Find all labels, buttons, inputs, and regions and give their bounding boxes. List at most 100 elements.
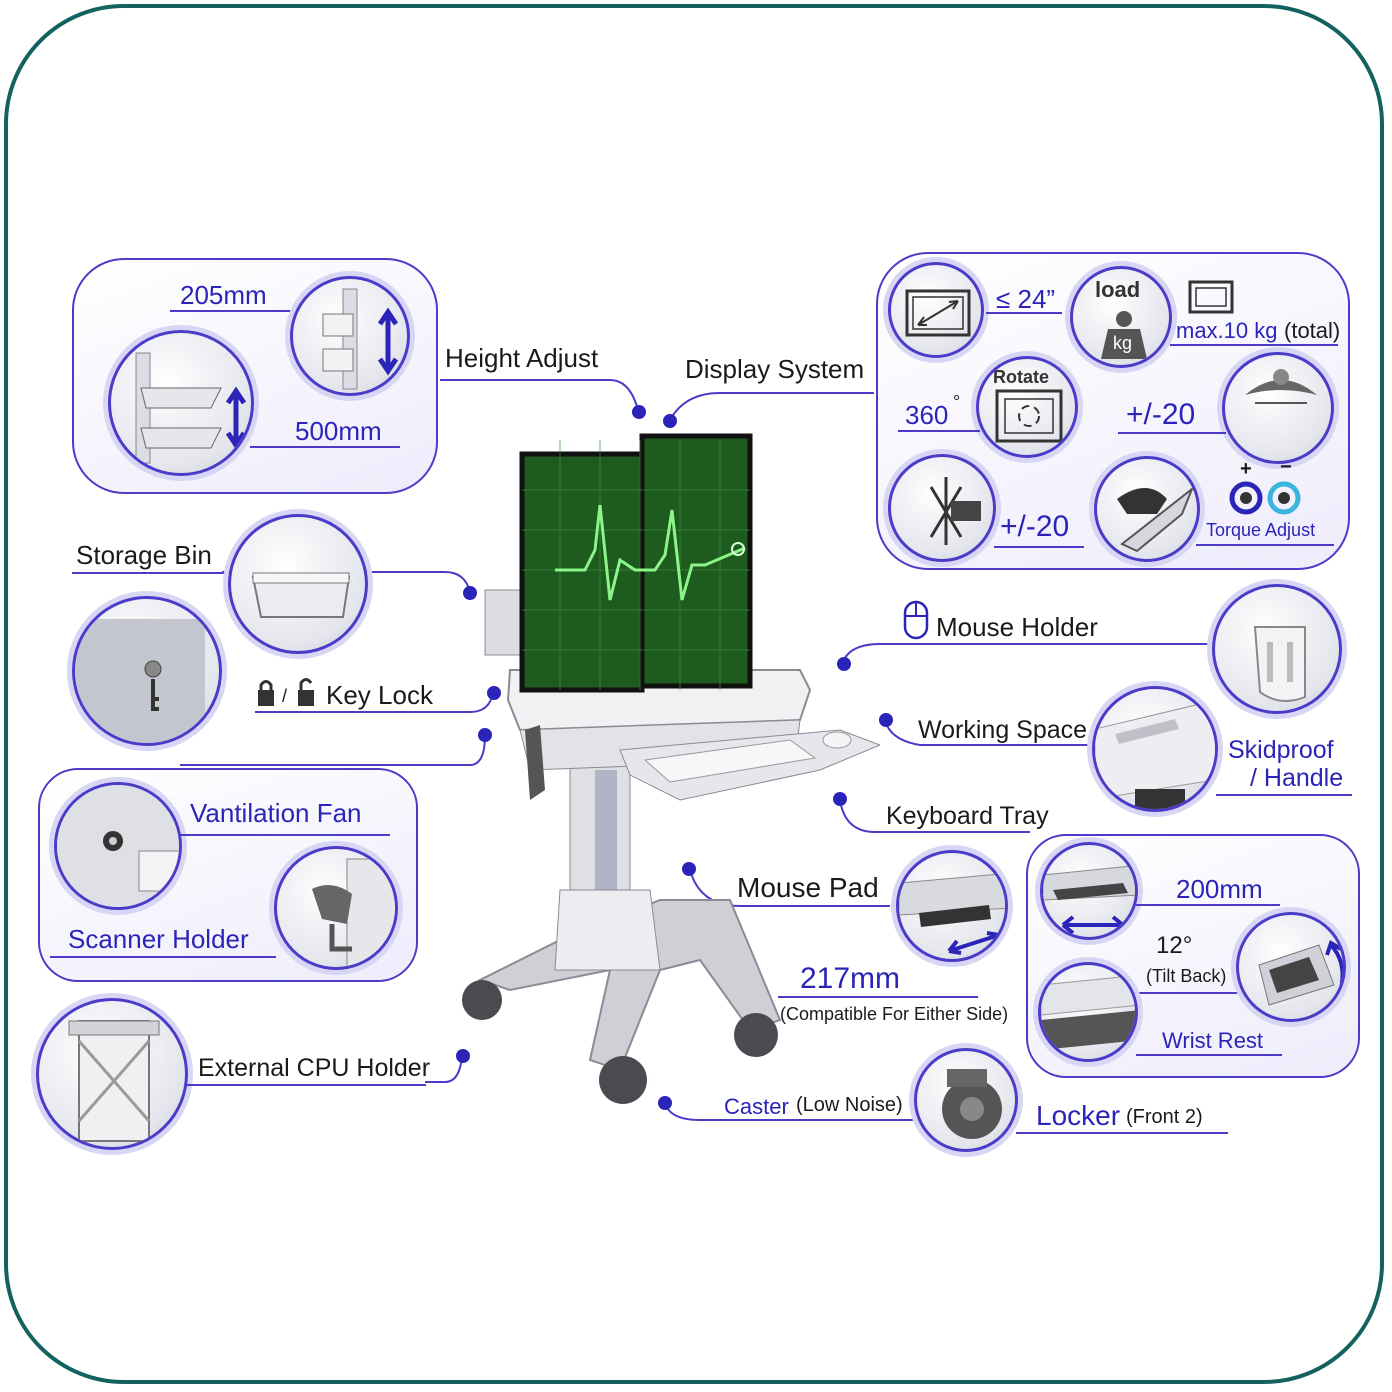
monitor-left (519, 451, 645, 693)
outer-frame (4, 4, 1384, 1384)
ecg-end-marker (731, 542, 745, 556)
screen-size-value: ≤ 24” (996, 284, 1056, 314)
load-image: load kg (1070, 266, 1172, 368)
underline (186, 1084, 426, 1086)
tilt-note: (Tilt Back) (1146, 966, 1227, 986)
tilt-mount-icon (1245, 369, 1317, 404)
underline (1136, 1054, 1282, 1056)
caster-wheel-icon (462, 980, 502, 1020)
underline (1196, 544, 1334, 546)
mouse-holder-pointer (837, 657, 851, 671)
tray-slide-icon (1043, 865, 1135, 935)
underline (778, 996, 978, 998)
tilt-value: +/-20 (1126, 398, 1196, 431)
mouse-pad-title: Mouse Pad (737, 872, 879, 903)
torque-plus: + (1240, 458, 1252, 480)
wrist-rest-image (1038, 962, 1138, 1062)
cpu-bracket-icon (68, 1020, 160, 1142)
mouse-pad-image (896, 850, 1008, 962)
cpu-holder-pointer (456, 1049, 470, 1063)
fan-icon (57, 785, 179, 907)
underline (1136, 904, 1280, 906)
storage-bin-image (228, 514, 368, 654)
cpu-holder-image (36, 998, 188, 1150)
height-top-value: 205mm (180, 280, 267, 310)
mouse-holder-image (1212, 584, 1342, 714)
key-lock-title: Key Lock (326, 680, 433, 710)
keyboard-tray-title: Keyboard Tray (886, 802, 1049, 830)
max-load-value: max.10 kg (1176, 318, 1278, 343)
locker-image (914, 1048, 1018, 1152)
tilt-angle-value: 12° (1156, 932, 1193, 959)
torque-image (1094, 456, 1200, 562)
underline (250, 446, 400, 448)
swivel-icon (929, 477, 981, 545)
screen-size-icon (905, 289, 971, 337)
working-space-title: Working Space (918, 716, 1088, 744)
scanner-holder (525, 725, 545, 800)
vesa-plate-icon (1117, 485, 1195, 553)
screen-size-image (888, 262, 984, 358)
rotate-icon (995, 389, 1063, 443)
rotate-value: 360 (905, 400, 949, 430)
monitor-right (639, 433, 753, 689)
working-space-pointer (879, 713, 893, 727)
height-adjust-pointer (632, 405, 646, 419)
storage-bin-title: Storage Bin (76, 540, 212, 570)
mouse (822, 731, 852, 749)
column-base-cover (554, 889, 661, 971)
keyboard (643, 739, 817, 783)
storage-bin-pointer (463, 586, 477, 600)
torque-minus: − (1280, 456, 1292, 478)
tray-tilt-image (1236, 912, 1346, 1022)
pole-illustration-icon (322, 288, 399, 390)
underline (1216, 794, 1352, 796)
underline (50, 956, 276, 958)
fan-image (54, 782, 182, 910)
torque-adjust-icon (1229, 481, 1301, 515)
max-load-note: (total) (1284, 318, 1341, 343)
caster-pointer (658, 1096, 672, 1110)
caster-wheel-icon (734, 1013, 778, 1057)
tray-slide-image (1040, 842, 1138, 940)
shelf-illustration-icon (135, 352, 247, 464)
column-scale (595, 770, 617, 915)
swivel-value: +/-20 (1000, 510, 1070, 543)
side-feature-pointer (478, 728, 492, 742)
mouse-pad-icon (899, 873, 1005, 955)
mouse-pad-note: (Compatible For Either Side) (780, 1004, 1009, 1024)
wrist-rest-icon (1041, 975, 1135, 1050)
mouse-holder-title: Mouse Holder (936, 612, 1098, 642)
ecg-trace (555, 504, 746, 601)
tilt-image (1222, 352, 1334, 464)
rotate-unit: ° (953, 392, 961, 412)
locker-note: (Front 2) (1126, 1106, 1203, 1128)
underline (180, 834, 390, 836)
height-adjust-title: Height Adjust (445, 343, 599, 373)
skidproof-image (1092, 686, 1218, 812)
tray-slide-value: 200mm (1176, 874, 1263, 904)
locker-title: Locker (1036, 1100, 1121, 1131)
mouse-icon (903, 600, 929, 640)
tray-tilt-icon (1258, 940, 1343, 1006)
mouse-clip-icon (1253, 626, 1306, 702)
height-bottom-image (108, 330, 254, 476)
underline (994, 546, 1084, 548)
height-top-image (290, 276, 410, 396)
skidproof-label: Skidproof (1228, 736, 1334, 764)
skidproof-surface-icon (1095, 699, 1215, 809)
underline (1170, 344, 1338, 346)
caster-note: (Low Noise) (796, 1094, 903, 1116)
underline (1016, 1132, 1228, 1134)
underline (72, 572, 230, 574)
locking-caster-icon (942, 1069, 1002, 1139)
load-label: load (1095, 277, 1141, 302)
lock-drawer-icon (75, 619, 205, 743)
weight-icon (1101, 311, 1147, 359)
load-unit: kg (1113, 333, 1133, 353)
caster-wheel-icon (599, 1056, 647, 1104)
display-system-pointer (663, 414, 677, 428)
bin-icon (251, 572, 351, 618)
rotate-image: Rotate (976, 356, 1078, 458)
mouse-pad-pointer (682, 862, 696, 876)
